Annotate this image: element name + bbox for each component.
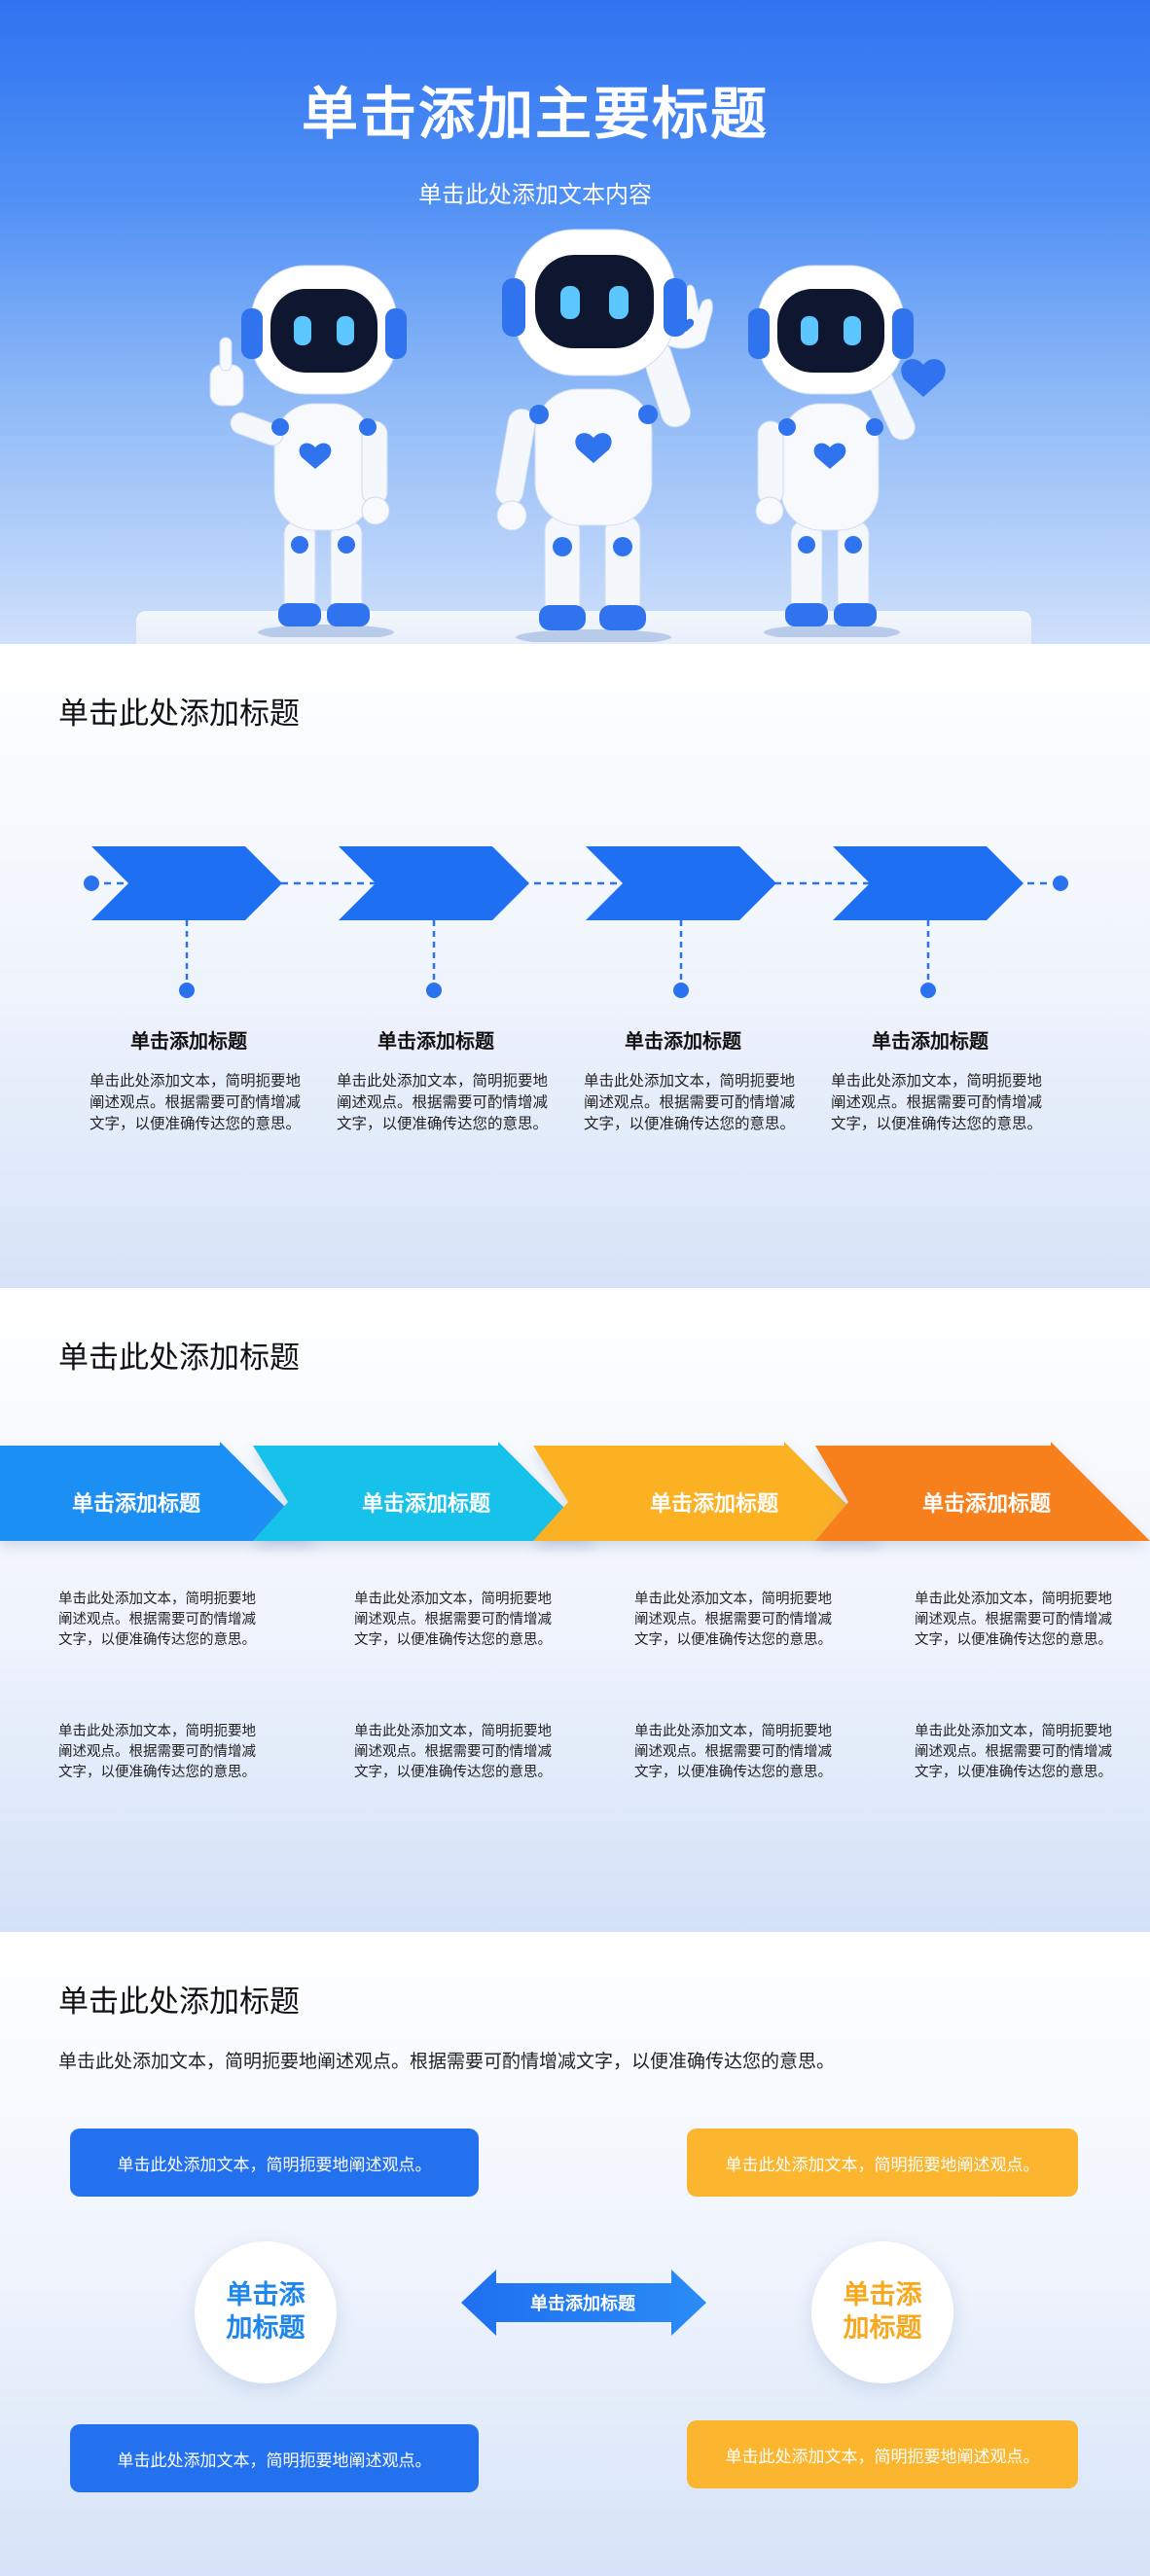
step-desc-3[interactable]: 单击此处添加文本，简明扼要地阐述观点。根据需要可酌情增减文字，以便准确传达您的意…	[584, 1072, 796, 1132]
timeline-slide: 单击此处添加标题 单击添加标题 单击添加标题 单击添加标题 单击添加标题 单击此…	[0, 644, 1150, 1288]
column-3-text-1[interactable]: 单击此处添加文本，简明扼要地阐述观点。根据需要可酌情增减文字，以便准确传达您的意…	[634, 1592, 832, 1648]
arrow-banner-graphic	[0, 1442, 1150, 1541]
circle-title-right[interactable]: 单击添加标题	[811, 2241, 953, 2383]
arrow-label-1[interactable]: 单击添加标题	[71, 1492, 200, 1517]
arrow-banner-3	[533, 1442, 883, 1541]
step-dot-4	[920, 983, 936, 998]
step-dot-1	[179, 983, 195, 998]
lead-text[interactable]: 单击此处添加文本，简明扼要地阐述观点。根据需要可酌情增减文字，以便准确传达您的意…	[58, 2051, 836, 2072]
text-box-bottom-right[interactable]: 单击此处添加文本，简明扼要地阐述观点。	[687, 2420, 1078, 2488]
double-arrow-label[interactable]: 单击添加标题	[530, 2294, 635, 2314]
hero-title[interactable]: 单击添加主要标题	[301, 81, 769, 147]
slide-title[interactable]: 单击此处添加标题	[58, 1341, 300, 1376]
circle-title-left-text: 单击添加标题	[226, 2280, 305, 2343]
step-title-3[interactable]: 单击添加标题	[625, 1029, 741, 1053]
arrow-columns-slide: 单击此处添加标题 单击添加标题 单击添加标题 单击添加标题 单击添加标题 单击此…	[0, 1288, 1150, 1932]
step-desc-4[interactable]: 单击此处添加文本，简明扼要地阐述观点。根据需要可酌情增减文字，以便准确传达您的意…	[831, 1072, 1043, 1132]
chevron-step-2	[339, 846, 529, 920]
comparison-slide: 单击此处添加标题 单击此处添加文本，简明扼要地阐述观点。根据需要可酌情增减文字，…	[0, 1932, 1150, 2576]
step-title-1[interactable]: 单击添加标题	[130, 1029, 247, 1053]
column-4-text-2[interactable]: 单击此处添加文本，简明扼要地阐述观点。根据需要可酌情增减文字，以便准确传达您的意…	[915, 1724, 1112, 1780]
circle-title-left[interactable]: 单击添加标题	[195, 2241, 337, 2383]
column-4-text-1[interactable]: 单击此处添加文本，简明扼要地阐述观点。根据需要可酌情增减文字，以便准确传达您的意…	[915, 1592, 1112, 1648]
arrow-banner-4	[815, 1442, 1150, 1541]
robot-illustration-right	[748, 265, 946, 637]
column-2-text-1[interactable]: 单击此处添加文本，简明扼要地阐述观点。根据需要可酌情增减文字，以便准确传达您的意…	[354, 1592, 552, 1648]
text-box-top-left[interactable]: 单击此处添加文本，简明扼要地阐述观点。	[70, 2129, 479, 2197]
hero-slide: 单击添加主要标题 单击此处添加文本内容	[0, 0, 1150, 644]
chevron-step-4	[833, 846, 1024, 920]
text-box-top-right[interactable]: 单击此处添加文本，简明扼要地阐述观点。	[687, 2129, 1078, 2197]
step-title-2[interactable]: 单击添加标题	[377, 1029, 494, 1053]
chevron-step-3	[586, 846, 776, 920]
step-title-4[interactable]: 单击添加标题	[872, 1029, 988, 1053]
chevron-step-1	[91, 846, 282, 920]
arrow-label-3[interactable]: 单击添加标题	[649, 1492, 778, 1517]
arrow-banner-2	[253, 1442, 597, 1541]
column-3-text-2[interactable]: 单击此处添加文本，简明扼要地阐述观点。根据需要可酌情增减文字，以便准确传达您的意…	[634, 1724, 832, 1780]
timeline-start-dot	[84, 876, 99, 891]
column-1-text-1[interactable]: 单击此处添加文本，简明扼要地阐述观点。根据需要可酌情增减文字，以便准确传达您的意…	[58, 1592, 256, 1648]
timeline-end-dot	[1053, 876, 1068, 891]
column-2-text-2[interactable]: 单击此处添加文本，简明扼要地阐述观点。根据需要可酌情增减文字，以便准确传达您的意…	[354, 1724, 552, 1780]
robot-illustration-left	[209, 265, 407, 637]
step-desc-2[interactable]: 单击此处添加文本，简明扼要地阐述观点。根据需要可酌情增减文字，以便准确传达您的意…	[337, 1072, 549, 1132]
text-box-bottom-left[interactable]: 单击此处添加文本，简明扼要地阐述观点。	[70, 2424, 479, 2492]
robot-illustration-center	[495, 229, 713, 642]
circle-title-right-text: 单击添加标题	[843, 2280, 922, 2343]
step-dot-2	[426, 983, 442, 998]
slide-title[interactable]: 单击此处添加标题	[58, 1985, 300, 2020]
arrow-label-4[interactable]: 单击添加标题	[921, 1492, 1051, 1517]
column-1-text-2[interactable]: 单击此处添加文本，简明扼要地阐述观点。根据需要可酌情增减文字，以便准确传达您的意…	[58, 1724, 256, 1780]
step-dot-3	[673, 983, 689, 998]
hero-subtitle[interactable]: 单击此处添加文本内容	[418, 181, 652, 208]
slide-title[interactable]: 单击此处添加标题	[58, 697, 300, 732]
step-desc-1[interactable]: 单击此处添加文本，简明扼要地阐述观点。根据需要可酌情增减文字，以便准确传达您的意…	[90, 1072, 302, 1132]
arrow-banner-1	[0, 1442, 319, 1541]
arrow-label-2[interactable]: 单击添加标题	[361, 1492, 490, 1517]
timeline-graphic	[84, 846, 1068, 998]
